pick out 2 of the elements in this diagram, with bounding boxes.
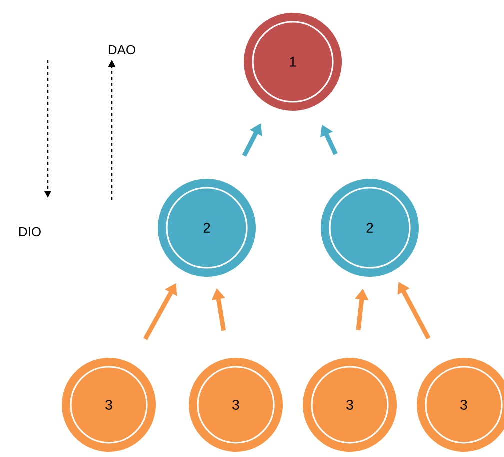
direction-label: DIO bbox=[20, 227, 41, 237]
direction-label: DAO bbox=[108, 45, 136, 55]
